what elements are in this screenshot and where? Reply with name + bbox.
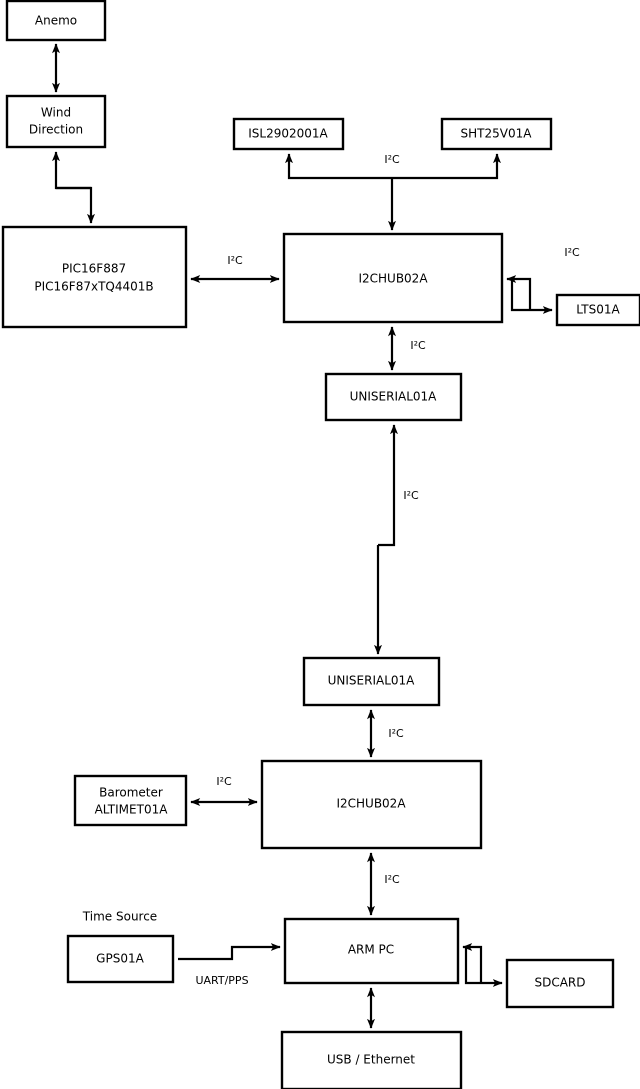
node-pic-label-line1: PIC16F887 — [62, 262, 126, 276]
node-sht25v01a-label: SHT25V01A — [461, 127, 533, 141]
node-uniserial01a-top[interactable]: UNISERIAL01A — [324, 372, 463, 422]
node-isl2902001a[interactable]: ISL2902001A — [232, 117, 345, 151]
node-pic-label-line2: PIC16F87xTQ4401B — [34, 280, 153, 294]
edge-i2chub-bus-sht — [392, 153, 501, 180]
node-pic-microcontroller[interactable]: PIC16F887 PIC16F87xTQ4401B — [1, 225, 188, 329]
node-usb-ethernet-label: USB / Ethernet — [327, 1053, 415, 1067]
label-i2c-uniserial-link: I²C — [403, 489, 419, 502]
node-wind-direction[interactable]: Wind Direction — [5, 94, 107, 149]
edge-sdcard-to-armpc — [462, 943, 483, 983]
node-i2chub02a-bottom-label: I2CHUB02A — [336, 797, 406, 811]
node-gps01a[interactable]: GPS01A — [66, 934, 175, 984]
node-i2chub02a-top-label: I2CHUB02A — [358, 272, 428, 286]
node-uniserial01a-top-label: UNISERIAL01A — [350, 390, 438, 404]
node-gps01a-label: GPS01A — [96, 952, 144, 966]
node-anemo-label: Anemo — [35, 14, 77, 28]
node-lts01a[interactable]: LTS01A — [555, 293, 640, 327]
edges-layer — [52, 43, 553, 1029]
node-sht25v01a[interactable]: SHT25V01A — [440, 117, 553, 151]
node-barometer-label-line1: Barometer — [99, 786, 163, 800]
edge-armpc-to-sdcard — [464, 947, 503, 987]
label-i2c-hub-uniserial: I²C — [410, 339, 426, 352]
labels-layer: I²C I²C I²C I²C I²C I²C I²C I²C UART/PPS… — [82, 153, 580, 987]
edge-i2chub-bus-isl — [285, 153, 392, 180]
node-usb-ethernet[interactable]: USB / Ethernet — [280, 1030, 463, 1089]
node-uniserial01a-bottom[interactable]: UNISERIAL01A — [302, 656, 441, 707]
label-i2c-pic-hub: I²C — [227, 254, 243, 267]
node-arm-pc[interactable]: ARM PC — [283, 917, 460, 985]
node-i2chub02a-top[interactable]: I2CHUB02A — [282, 232, 504, 324]
edge-i2chub-to-lts — [510, 279, 553, 314]
label-uart-pps: UART/PPS — [195, 974, 248, 987]
edge-lts-to-i2chub — [506, 275, 532, 310]
edge-pic-winddir-down — [56, 186, 95, 224]
edge-uniserial2-to-uniserial1 — [378, 424, 398, 547]
edge-pic-winddir-up — [52, 151, 91, 190]
node-barometer-label-line2: ALTIMET01A — [95, 803, 169, 817]
node-lts01a-label: LTS01A — [576, 303, 620, 317]
label-time-source: Time Source — [82, 910, 157, 924]
label-i2c-sensor-bus: I²C — [384, 153, 400, 166]
label-i2c-hub2-armpc: I²C — [384, 873, 400, 886]
node-barometer[interactable]: Barometer ALTIMET01A — [73, 774, 188, 827]
label-i2c-hub-lts: I²C — [564, 246, 580, 259]
node-anemo[interactable]: Anemo — [5, 0, 107, 42]
node-wind-direction-label-line1: Wind — [41, 106, 71, 120]
edge-gps-armpc — [178, 943, 281, 961]
node-sdcard-label: SDCARD — [534, 976, 585, 990]
node-arm-pc-label: ARM PC — [348, 943, 394, 957]
node-sdcard[interactable]: SDCARD — [505, 958, 615, 1009]
label-i2c-barometer-hub2: I²C — [216, 775, 232, 788]
label-i2c-uniserial-hub2: I²C — [388, 727, 404, 740]
node-i2chub02a-bottom[interactable]: I2CHUB02A — [260, 759, 483, 850]
node-wind-direction-label-line2: Direction — [29, 123, 83, 137]
node-isl2902001a-label: ISL2902001A — [248, 127, 328, 141]
node-uniserial01a-bottom-label: UNISERIAL01A — [328, 674, 416, 688]
